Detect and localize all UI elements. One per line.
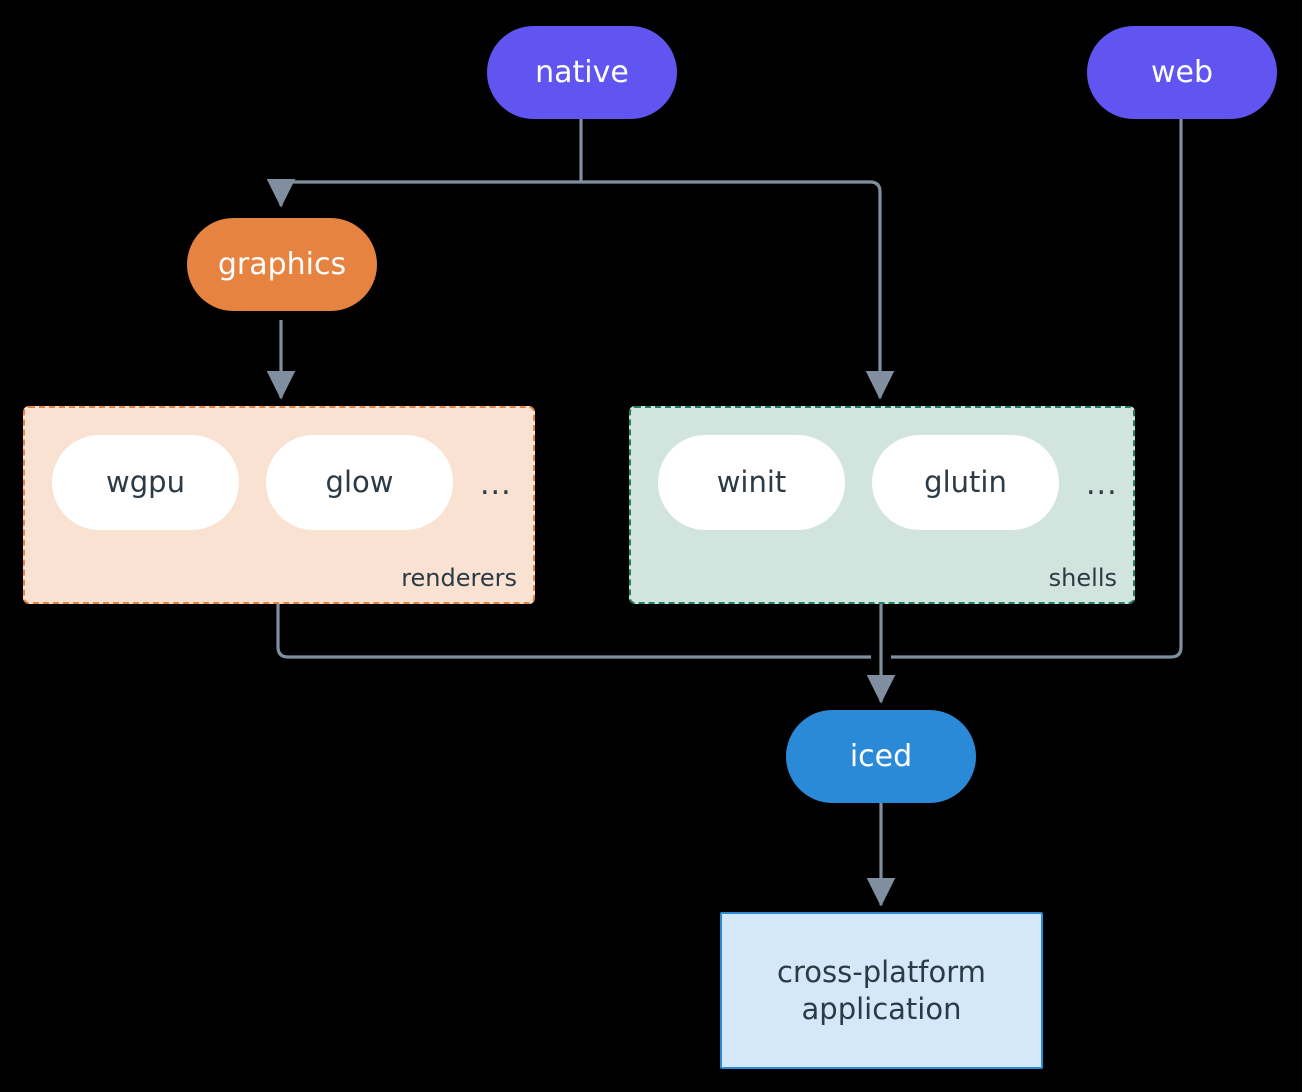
node-graphics[interactable]: graphics (187, 218, 377, 311)
node-glutin[interactable]: glutin (872, 435, 1059, 530)
shells-ellipsis: ... (1086, 467, 1118, 502)
group-renderers-label: renderers (401, 564, 517, 592)
application-label-line2: application (801, 991, 962, 1026)
node-wgpu-label: wgpu (106, 465, 185, 500)
group-renderers: wgpu glow ... renderers (23, 406, 535, 604)
node-web[interactable]: web (1087, 26, 1277, 119)
node-glutin-label: glutin (924, 465, 1007, 500)
node-glow-label: glow (325, 465, 394, 500)
group-shells: winit glutin ... shells (629, 406, 1135, 604)
node-glow[interactable]: glow (266, 435, 453, 530)
edge-native-to-graphics (266, 178, 581, 208)
node-cross-platform-application[interactable]: cross-platform application (720, 912, 1043, 1069)
application-label-line1: cross-platform (777, 955, 986, 990)
node-native-label: native (535, 54, 629, 90)
node-web-label: web (1150, 54, 1214, 90)
node-iced[interactable]: iced (786, 710, 976, 803)
renderers-ellipsis: ... (480, 467, 512, 502)
node-iced-label: iced (849, 738, 913, 774)
node-winit[interactable]: winit (658, 435, 845, 530)
edge-renderers-to-iced (276, 604, 871, 659)
edge-native-to-shells (581, 180, 895, 400)
group-shells-label: shells (1048, 564, 1117, 592)
node-native[interactable]: native (487, 26, 677, 119)
node-wgpu[interactable]: wgpu (52, 435, 239, 530)
node-graphics-label: graphics (217, 246, 347, 282)
node-winit-label: winit (716, 465, 787, 500)
